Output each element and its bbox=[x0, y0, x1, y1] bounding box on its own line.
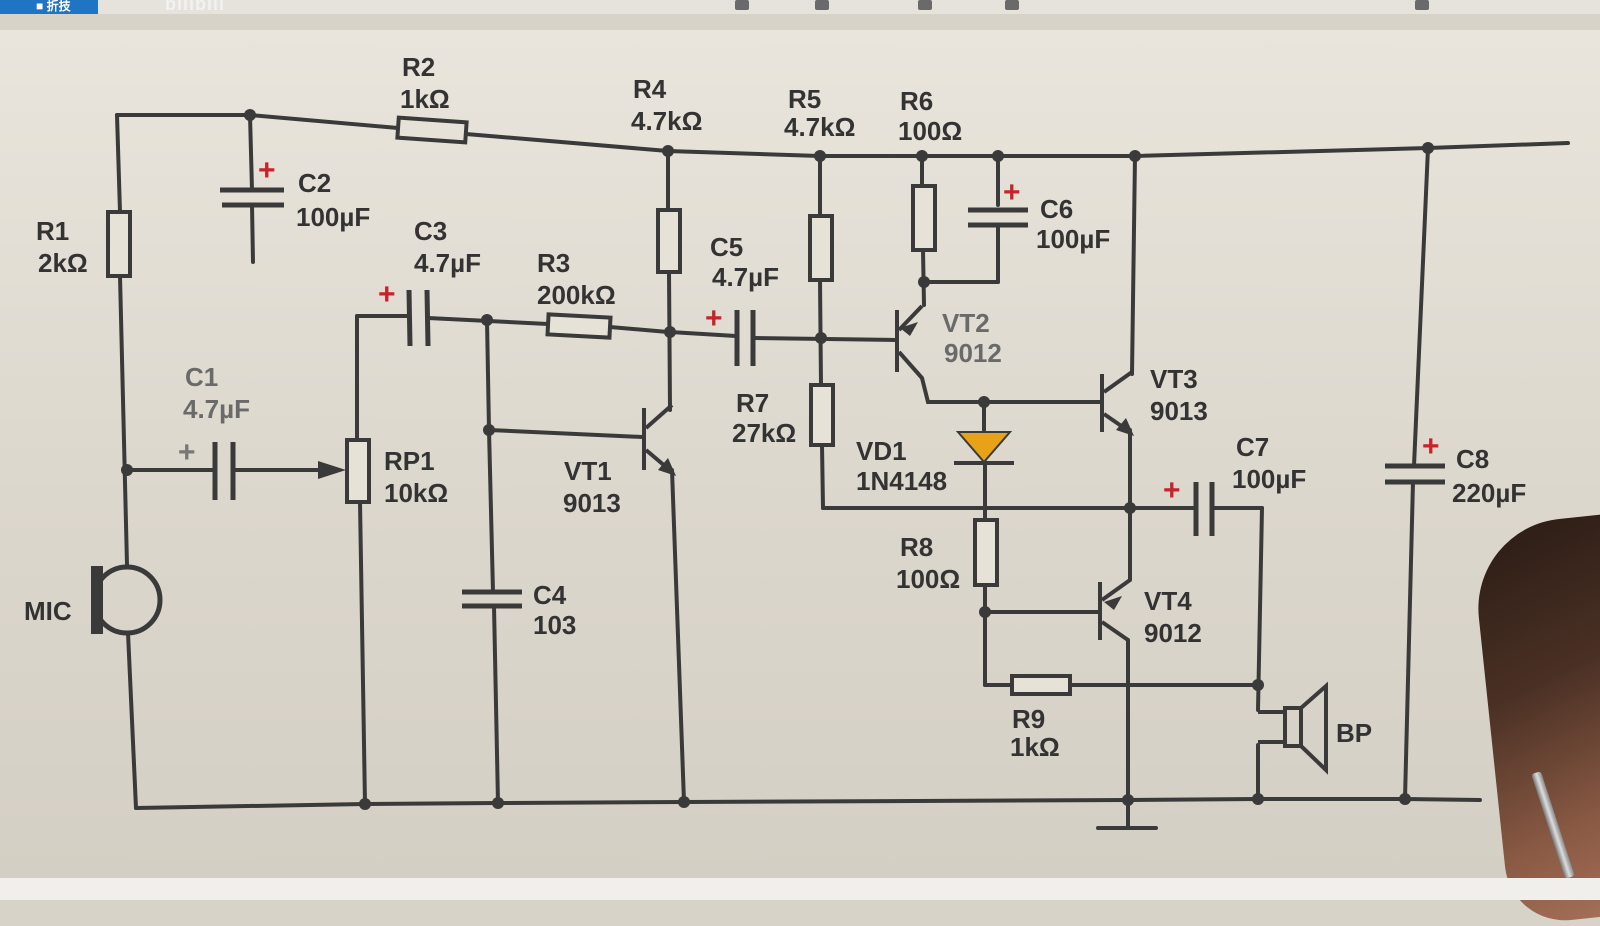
r1-ref: R1 bbox=[36, 216, 69, 246]
c1-polarity-mark: + bbox=[178, 436, 196, 469]
c8-value: 220µF bbox=[1452, 478, 1526, 508]
wire-top-left bbox=[115, 113, 400, 130]
c3-ref: C3 bbox=[414, 216, 447, 246]
video-top-bar: ■ 折技 bilibili bbox=[0, 0, 1600, 14]
r9-value: 1kΩ bbox=[1010, 732, 1060, 762]
microphone-mic bbox=[91, 564, 163, 636]
c7-value: 100µF bbox=[1232, 464, 1306, 494]
c5-polarity-mark: + bbox=[705, 302, 723, 335]
resistor-r1 bbox=[106, 210, 132, 278]
amplifier-schematic: + + + + + + + R1 2kΩ R2 1kΩ R3 200kΩ R4 … bbox=[24, 52, 1570, 830]
rp1-value: 10kΩ bbox=[384, 478, 448, 508]
r7-ref: R7 bbox=[736, 388, 769, 418]
r1-value: 2kΩ bbox=[38, 248, 88, 278]
c1-ref: C1 bbox=[185, 362, 218, 392]
vt1-value: 9013 bbox=[563, 488, 621, 518]
resistor-r5 bbox=[808, 214, 834, 282]
r2-value: 1kΩ bbox=[400, 84, 450, 114]
c6-value: 100µF bbox=[1036, 224, 1110, 254]
bookmark-icon[interactable] bbox=[1005, 0, 1019, 10]
vt2-value: 9012 bbox=[944, 338, 1002, 368]
vt3-value: 9013 bbox=[1150, 396, 1208, 426]
c5-ref: C5 bbox=[710, 232, 743, 262]
c6-polarity-mark: + bbox=[1003, 176, 1021, 209]
back-icon[interactable] bbox=[735, 0, 749, 10]
speaker-bp bbox=[1258, 681, 1328, 775]
vt3-ref: VT3 bbox=[1150, 364, 1198, 394]
video-bottom-strip bbox=[0, 878, 1600, 900]
resistor-r4 bbox=[656, 208, 682, 274]
resistor-r7 bbox=[809, 383, 835, 447]
r9-ref: R9 bbox=[1012, 704, 1045, 734]
volume-icon[interactable] bbox=[1415, 0, 1429, 10]
r4-value: 4.7kΩ bbox=[631, 106, 702, 136]
r3-ref: R3 bbox=[537, 248, 570, 278]
c3-polarity-mark: + bbox=[378, 278, 396, 311]
vt2-ref: VT2 bbox=[942, 308, 990, 338]
c8-ref: C8 bbox=[1456, 444, 1489, 474]
bp-label: BP bbox=[1336, 718, 1372, 748]
resistor-r6 bbox=[911, 184, 937, 252]
vt1-ref: VT1 bbox=[564, 456, 612, 486]
c2-value: 100µF bbox=[296, 202, 370, 232]
resistor-r8 bbox=[973, 518, 999, 587]
c7-ref: C7 bbox=[1236, 432, 1269, 462]
diode-vd1 bbox=[955, 431, 1013, 464]
r5-ref: R5 bbox=[788, 84, 821, 114]
vd1-value: 1N4148 bbox=[856, 466, 947, 496]
r6-ref: R6 bbox=[900, 86, 933, 116]
c1-value: 4.7µF bbox=[183, 394, 250, 424]
potentiometer-rp1 bbox=[345, 438, 371, 504]
rp1-ref: RP1 bbox=[384, 446, 435, 476]
channel-badge-text: ■ 折技 bbox=[36, 0, 71, 13]
r7-value: 27kΩ bbox=[732, 418, 796, 448]
audio-icon[interactable] bbox=[918, 0, 932, 10]
r3-value: 200kΩ bbox=[537, 280, 616, 310]
c7-polarity-mark: + bbox=[1163, 474, 1181, 507]
r8-ref: R8 bbox=[900, 532, 933, 562]
capacitor-c3 bbox=[424, 289, 431, 347]
resistor-r9 bbox=[1010, 674, 1072, 696]
resistor-r3 bbox=[545, 312, 613, 340]
c2-polarity-mark: + bbox=[258, 154, 276, 187]
r4-ref: R4 bbox=[633, 74, 667, 104]
r8-value: 100Ω bbox=[896, 564, 960, 594]
r5-value: 4.7kΩ bbox=[784, 112, 855, 142]
r2-ref: R2 bbox=[402, 52, 435, 82]
r6-value: 100Ω bbox=[898, 116, 962, 146]
bilibili-logo: bilibili bbox=[165, 0, 225, 14]
c8-polarity-mark: + bbox=[1422, 430, 1440, 463]
vt4-value: 9012 bbox=[1144, 618, 1202, 648]
transistor-vt2 bbox=[895, 304, 924, 380]
wire-top-rail bbox=[464, 132, 1570, 158]
channel-badge[interactable]: ■ 折技 bbox=[0, 0, 98, 14]
c4-ref: C4 bbox=[533, 580, 567, 610]
c4-value: 103 bbox=[533, 610, 576, 640]
mic-label: MIC bbox=[24, 596, 72, 626]
c6-ref: C6 bbox=[1040, 194, 1073, 224]
c5-value: 4.7µF bbox=[712, 262, 779, 292]
wire-ground-rail bbox=[134, 797, 1482, 810]
c2-ref: C2 bbox=[298, 168, 331, 198]
transistor-vt4 bbox=[1098, 578, 1132, 642]
vt4-ref: VT4 bbox=[1144, 586, 1192, 616]
resistor-r2 bbox=[395, 115, 469, 145]
delete-icon[interactable] bbox=[815, 0, 829, 10]
schematic-paper bbox=[0, 30, 1600, 880]
vd1-ref: VD1 bbox=[856, 436, 907, 466]
c3-value: 4.7µF bbox=[414, 248, 481, 278]
